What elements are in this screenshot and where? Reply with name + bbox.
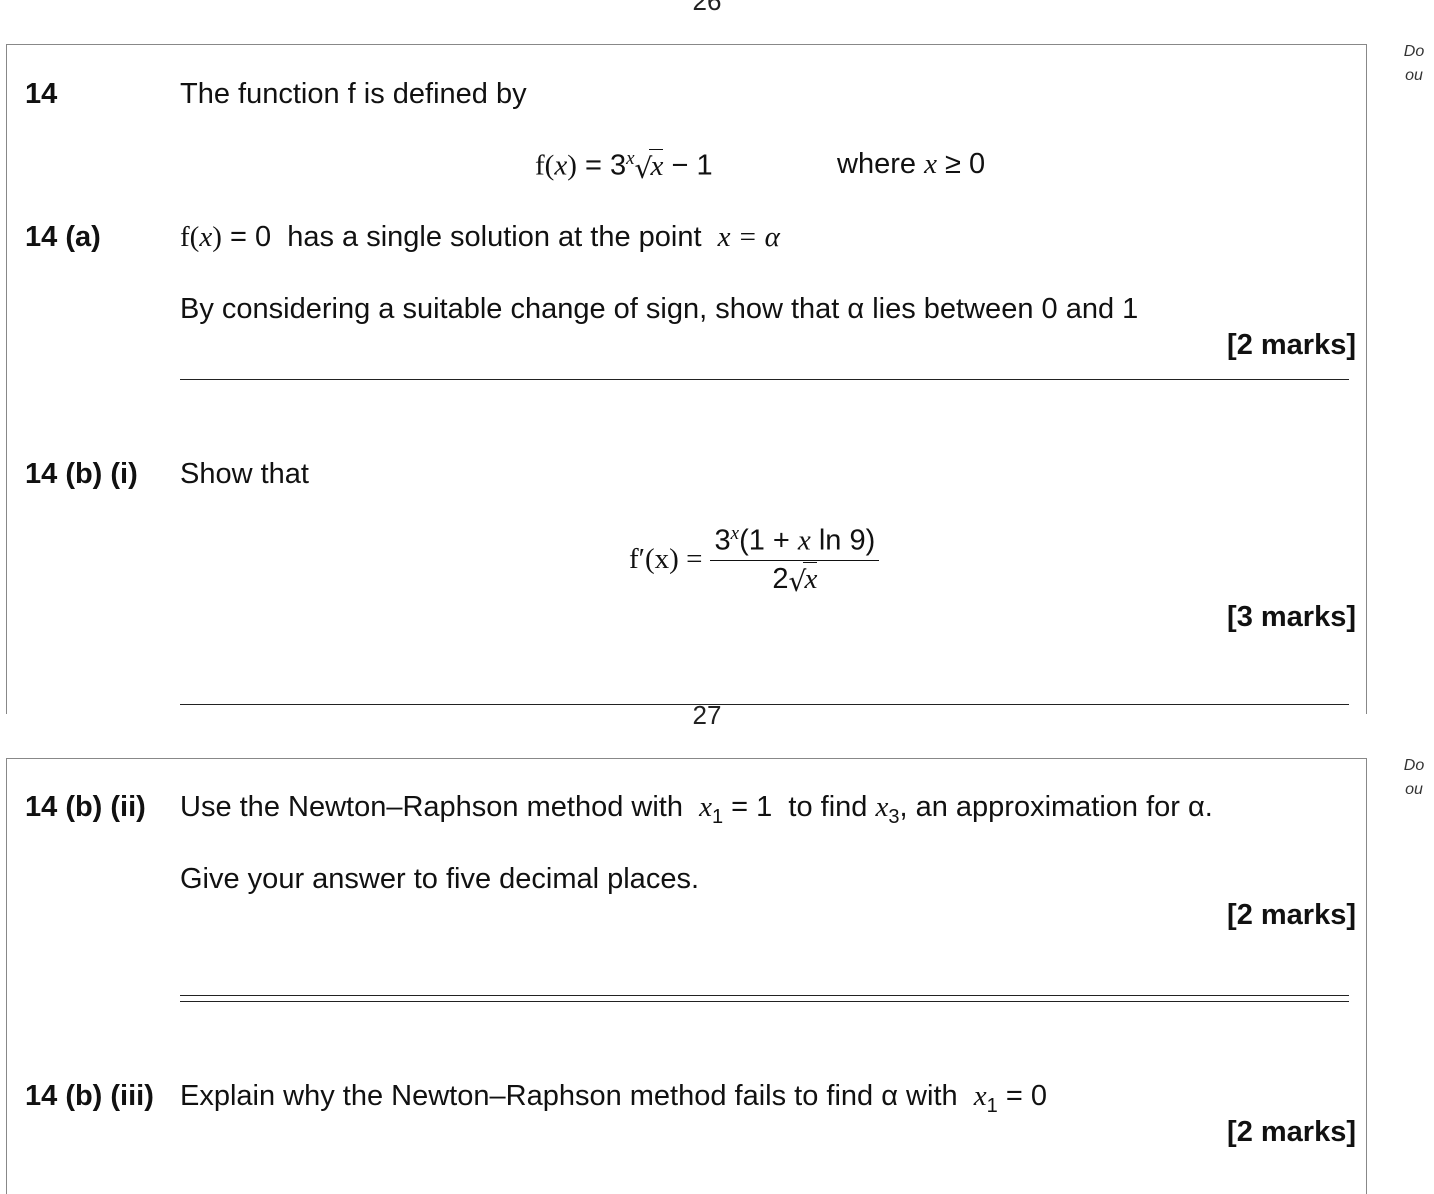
marks-14bi: [3 marks] [1227, 601, 1356, 633]
question-14-intro: The function f is defined by [180, 78, 527, 110]
page-number-top: 26 [692, 0, 722, 16]
answer-line [180, 379, 1349, 380]
function-definition: f(x) = 3x√x − 1 [535, 148, 713, 185]
marks-14biii: [2 marks] [1227, 1116, 1356, 1148]
question-14a-line1: f(x) = 0 has a single solution at the po… [180, 221, 780, 253]
question-box-bottom: 14 (b) (ii) Use the Newton–Raphson metho… [6, 758, 1367, 1194]
question-number-14bii: 14 (b) (ii) [25, 791, 146, 823]
question-14biii-text: Explain why the Newton–Raphson method fa… [180, 1080, 1047, 1117]
marks-14bii: [2 marks] [1227, 899, 1356, 931]
question-14bii-line1: Use the Newton–Raphson method with x1 = … [180, 791, 1213, 828]
margin-note-bottom: Do ou [1403, 757, 1425, 798]
answer-line [180, 704, 1349, 705]
question-14bii-line2: Give your answer to five decimal places. [180, 863, 699, 895]
margin-note-top: Do ou [1403, 43, 1425, 84]
page-number-bottom: 27 [692, 700, 722, 730]
question-number-14: 14 [25, 78, 58, 110]
function-domain: where x ≥ 0 [837, 148, 986, 180]
question-box-top: 14 The function f is defined by f(x) = 3… [6, 44, 1367, 714]
question-number-14biii: 14 (b) (iii) [25, 1080, 154, 1112]
answer-line [180, 1001, 1349, 1002]
answer-line [180, 995, 1349, 996]
question-14a-line2: By considering a suitable change of sign… [180, 293, 1139, 325]
question-number-14bi: 14 (b) (i) [25, 458, 138, 490]
question-14bi-text: Show that [180, 458, 309, 490]
question-number-14a: 14 (a) [25, 221, 101, 253]
derivative-expression: f′(x) = 3x(1 + x ln 9) 2√x [629, 523, 880, 598]
marks-14a: [2 marks] [1227, 329, 1356, 361]
